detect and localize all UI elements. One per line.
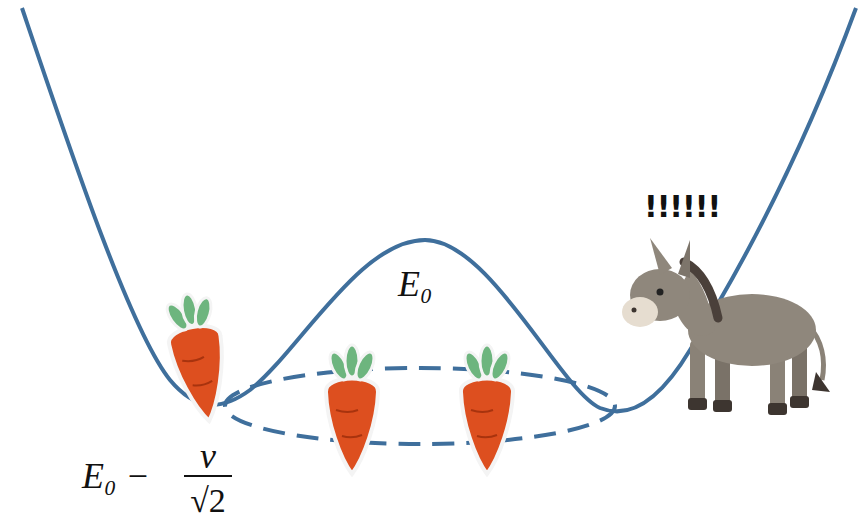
carrot <box>326 345 378 474</box>
energy-label: E₀ <box>398 266 433 302</box>
fraction-denominator: √2 <box>190 484 226 518</box>
donkey <box>622 238 830 415</box>
fraction-bar <box>184 475 232 477</box>
fraction-numerator: v <box>200 438 216 474</box>
exclamation-label: !!!!!! <box>644 192 720 222</box>
energy-label: E₀ − <box>82 458 150 494</box>
potential-curve <box>22 8 856 411</box>
dashed-orbit <box>225 368 615 444</box>
carrot <box>461 345 513 474</box>
carrot <box>161 289 235 425</box>
